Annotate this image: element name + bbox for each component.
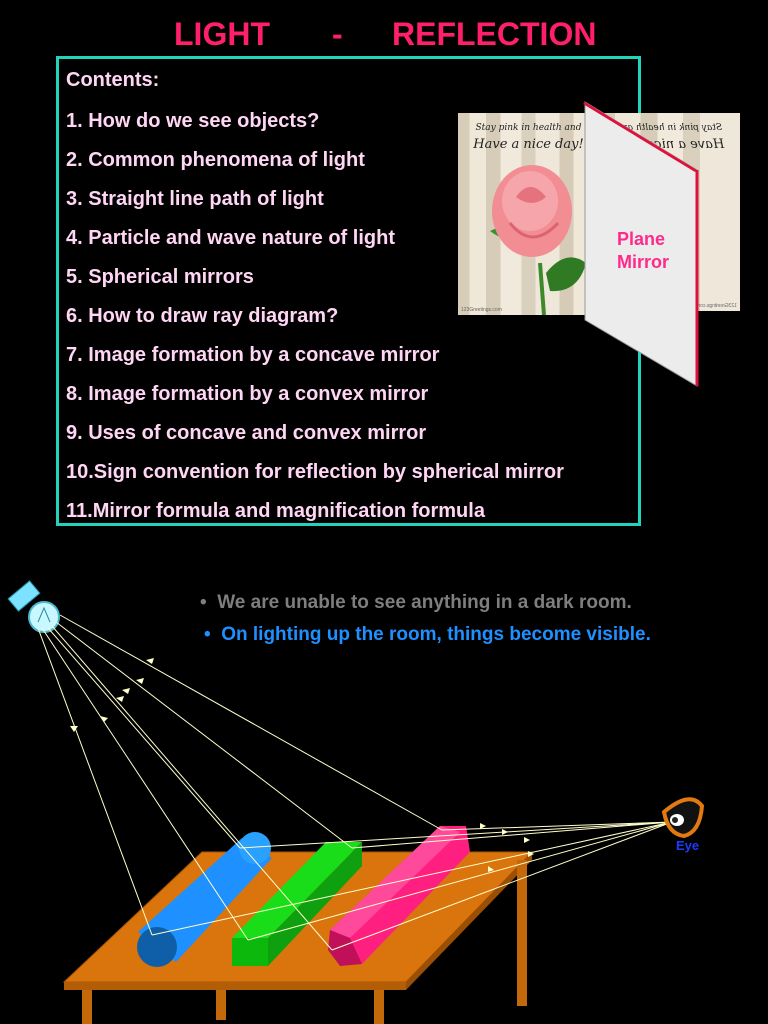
rose-card-image: Stay pink in health and Have a nice day!… — [458, 113, 599, 315]
eye-label: Eye — [676, 838, 700, 853]
contents-list: 1. How do we see objects? 2. Common phen… — [66, 108, 564, 537]
reflected-rays — [151, 821, 673, 951]
title-dash: - — [332, 16, 343, 52]
contents-item-6[interactable]: 6. How to draw ray diagram? — [66, 305, 339, 327]
bullet-dark-room: • We are unable to see anything in a dar… — [200, 592, 632, 613]
green-prism — [232, 842, 362, 966]
bullet-list: • We are unable to see anything in a dar… — [200, 592, 651, 656]
contents-item-11[interactable]: 11.Mirror formula and magnification form… — [66, 500, 485, 522]
contents-item-3[interactable]: 3. Straight line path of light — [66, 188, 324, 210]
card-line1: Stay pink in health and — [475, 123, 582, 133]
mirror-label-line2: Mirror — [617, 252, 670, 272]
contents-heading: Contents: — [66, 69, 160, 91]
contents-item-8[interactable]: 8. Image formation by a convex mirror — [66, 383, 429, 405]
reflection-credit: 123Greetings.com — [696, 303, 737, 309]
eye-icon — [661, 797, 705, 839]
contents-item-10[interactable]: 10.Sign convention for reflection by sph… — [66, 461, 564, 483]
incident-rays — [37, 614, 443, 951]
contents-item-7[interactable]: 7. Image formation by a concave mirror — [66, 344, 440, 366]
contents-box: Contents: 1. How do we see objects? 2. C… — [56, 56, 641, 526]
contents-item-9[interactable]: 9. Uses of concave and convex mirror — [66, 422, 427, 444]
card-line2: Have a nice day! — [473, 137, 584, 152]
bullet-dark-room-text: We are unable to see anything in a dark … — [217, 592, 632, 613]
contents-item-4[interactable]: 4. Particle and wave nature of light — [66, 227, 395, 249]
contents-item-1[interactable]: 1. How do we see objects? — [66, 110, 320, 132]
ray-diagram — [7, 580, 705, 1024]
bullet-lighting: • On lighting up the room, things become… — [204, 624, 651, 645]
plane-mirror-icon — [583, 101, 699, 387]
rose-illustration — [490, 165, 586, 315]
plane-mirror-label: Plane Mirror — [617, 228, 669, 274]
mirror-label-line1: Plane — [617, 229, 666, 249]
lamp-icon — [7, 580, 60, 633]
bullet-lighting-text: On lighting up the room, things become v… — [221, 624, 651, 645]
contents-item-2[interactable]: 2. Common phenomena of light — [66, 149, 365, 171]
slide-title: LIGHT - REFLECTION — [0, 16, 768, 56]
title-reflection: REFLECTION — [392, 16, 597, 52]
title-light: LIGHT — [174, 16, 270, 52]
card-credit: 123Greetings.com — [461, 307, 502, 313]
contents-item-5[interactable]: 5. Spherical mirrors — [66, 266, 254, 288]
